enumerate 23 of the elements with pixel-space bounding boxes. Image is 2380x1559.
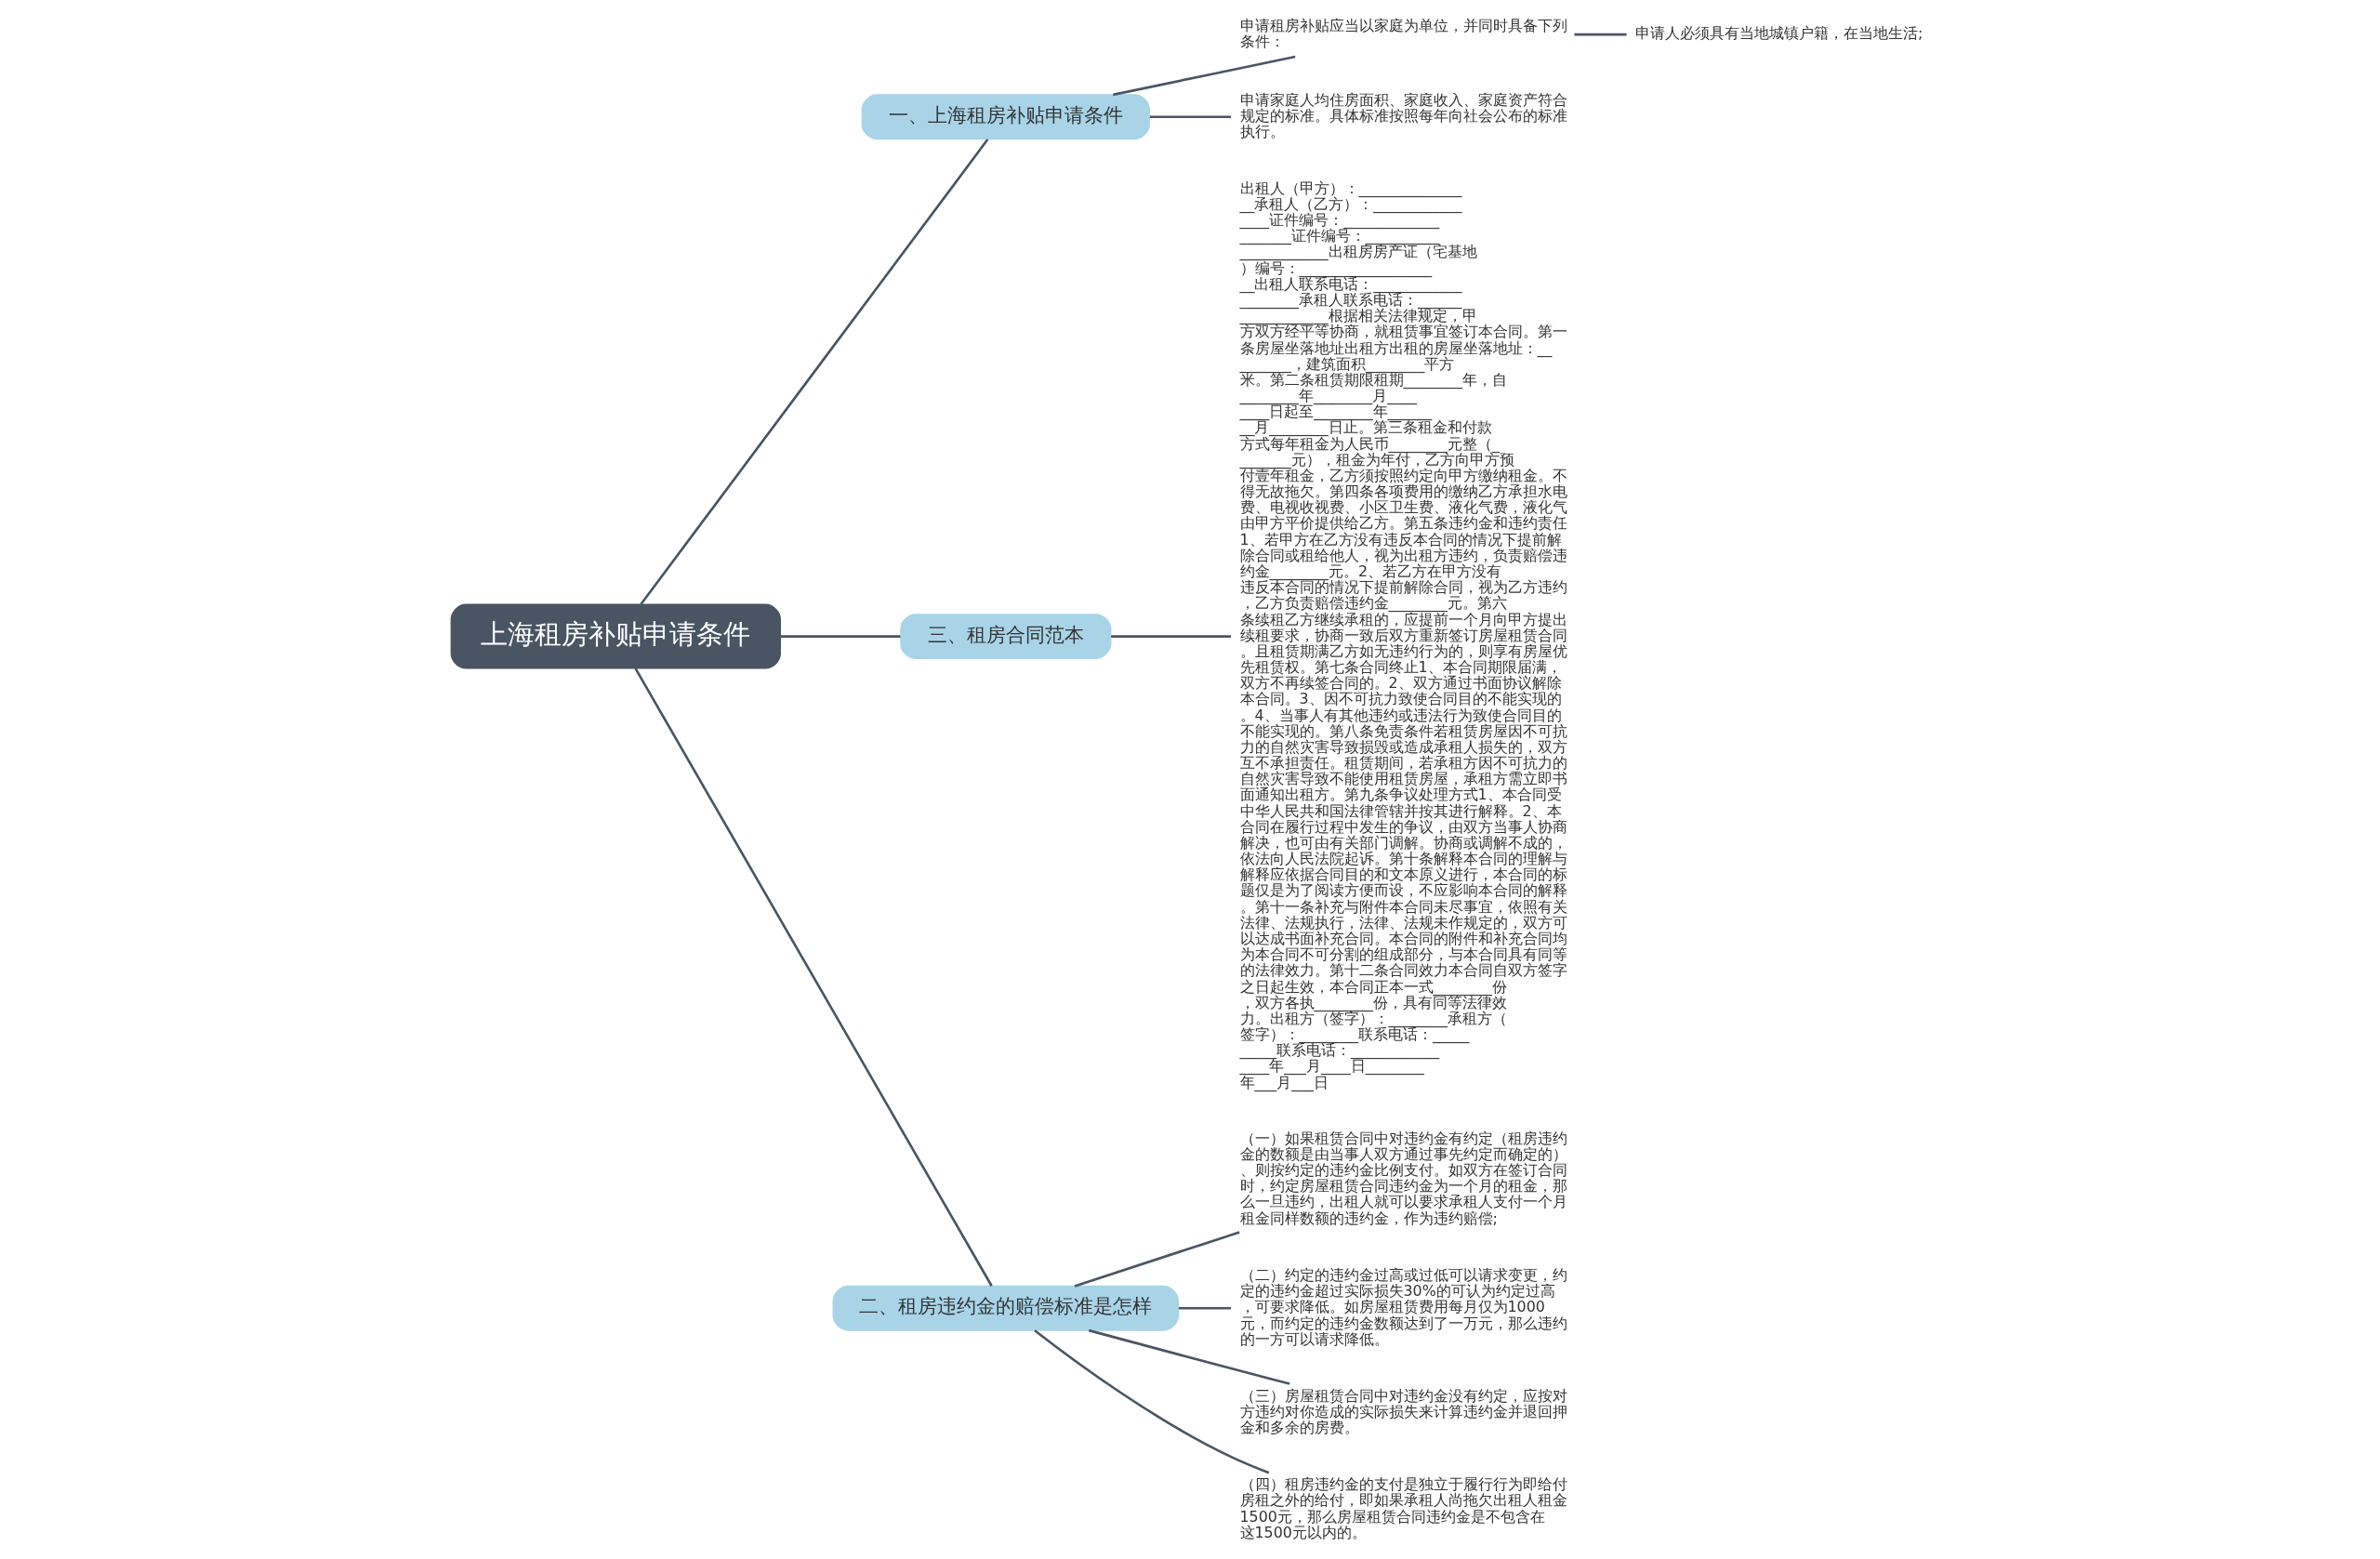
connector	[1149, 115, 1232, 118]
node-text: 申请人必须具有当地城镇户籍，在当地生活;	[1634, 24, 1924, 43]
connector	[1178, 1306, 1232, 1310]
connector	[1113, 55, 1296, 97]
connector	[1574, 33, 1627, 36]
connector	[640, 139, 989, 605]
node-text: 出租人（甲方）：________________承租人（乙方）：________________证件编号：____________________证件编号：______________________出租房房产证（宅基地）编号：____________________出租人联系电话：____________________承租人联系电话：__________________根据相关法律规定，甲方双方经平等协商，就租赁事宜签订本合同。第一条房屋坐落地址出租方出租的房屋坐落地址：_________，建筑面积________平方米。第二条租赁期限租期________年，自________年________月________日起至________年________月________日止。第三条租金和付款方式每年租金为人民币________元整（________元），租金为年付，乙方向甲方预付壹年租金，乙方须按照约定向甲方缴纳租金。不得无故拖欠。第四条各项费用的缴纳乙方承担水电费、电视收视费、小区卫生费、液化气费，液化气由甲方平价提供给乙方。第五条违约金和违约责任1、若甲方在乙方没有违反本合同的情况下提前解除合同或租给他人，视为出租方违约，负责赔偿违约金________元。2、若乙方在甲方没有违反本合同的情况下提前解除合同，视为乙方违约，乙方负责赔偿违约金________元。第六条续租乙方继续承租的，应提前一个月向甲方提出续租要求，协商一致后双方重新签订房屋租赁合同。且租赁期满乙方如无违约行为的，则享有房屋优先租赁权。第七条合同终止1、本合同期限届满，双方不再续签合同的。2、双方通过书面协议解除本合同。3、因不可抗力致使合同目的不能实现的。4、当事人有其他违约或违法行为致使合同目的不能实现的。第八条免责条件若租赁房屋因不可抗力的自然灾害导致损毁或造成承租人损失的，双方互不承担责任。租赁期间，若承租方因不可抗力的自然灾害导致不能使用租赁房屋，承租方需立即书面通知出租方。第九条争议处理方式1、本合同受中华人民共和国法律管辖并按其进行解释。2、本合同在履行过程中发生的争议，由双方当事人协商解决，也可由有关部门调解。协商或调解不成的，依法向人民法院起诉。第十条解释本合同的理解与解释应依据合同目的和文本原义进行，本合同的标题仅是为了阅读方便而设，不应影响本合同的解释。第十一条补充与附件本合同未尽事宜，依照有关法律、法规执行，法律、法规未作规定的，双方可以达成书面补充合同。本合同的附件和补充合同均为本合同不可分割的组成部分，与本合同具有同等的法律效力。第十二条合同效力本合同自双方签字之日起生效，本合同正本一式________份，双方各执________份，具有同等法律效力。出租方（签字）：________承租方（签字）：________联系电话：__________联系电话：________________年___月____日________年___月___日	[1239, 178, 1567, 1091]
node-text: （二）约定的违约金过高或过低可以请求变更，约定的违约金超过实际损失30%的可认为约定过高，可要求降低。如房屋租赁费用每月仅为1000元，而约定的违约金数额达到了一万元，那么违约的一方可以请求降低。	[1239, 1266, 1567, 1348]
connector	[634, 667, 993, 1287]
node-box: 三、租房合同范本	[900, 614, 1112, 659]
connector	[1111, 635, 1231, 638]
node-text: （四）租房违约金的支付是独立于履行行为即给付房租之外的给付，即如果承租人尚拖欠出租人租金1500元，那么房屋租赁合同违约金是不包含在这1500元以内的。	[1239, 1475, 1567, 1541]
connector	[1088, 1328, 1290, 1385]
connector	[1034, 1329, 1270, 1474]
node-box: 上海租房补贴申请条件	[450, 603, 782, 669]
node-text: 申请家庭人均住房面积、家庭收入、家庭资产符合规定的标准。具体标准按照每年向社会公布的标准执行。	[1239, 90, 1567, 140]
node-text: （三）房屋租赁合同中对违约金没有约定，应按对方违约对你造成的实际损失来计算违约金并退回押金和多余的房费。	[1239, 1386, 1567, 1436]
connector	[1074, 1231, 1240, 1288]
connector	[780, 635, 901, 638]
node-box: 二、租房违约金的赔偿标准是怎样	[832, 1285, 1180, 1331]
node-box: 一、上海租房补贴申请条件	[861, 94, 1151, 140]
node-text: （一）如果租赁合同中对违约金有约定（租房违约金的数额是由当事人双方通过事先约定而确定的）、则按约定的违约金比例支付。如双方在签订合同时，约定房屋租赁合同违约金为一个月的租金，那么一旦违约，出租人就可以要求承租人支付一个月租金同样数额的违约金，作为违约赔偿;	[1239, 1129, 1567, 1227]
node-text: 申请租房补贴应当以家庭为单位，并同时具备下列条件：	[1239, 16, 1567, 50]
